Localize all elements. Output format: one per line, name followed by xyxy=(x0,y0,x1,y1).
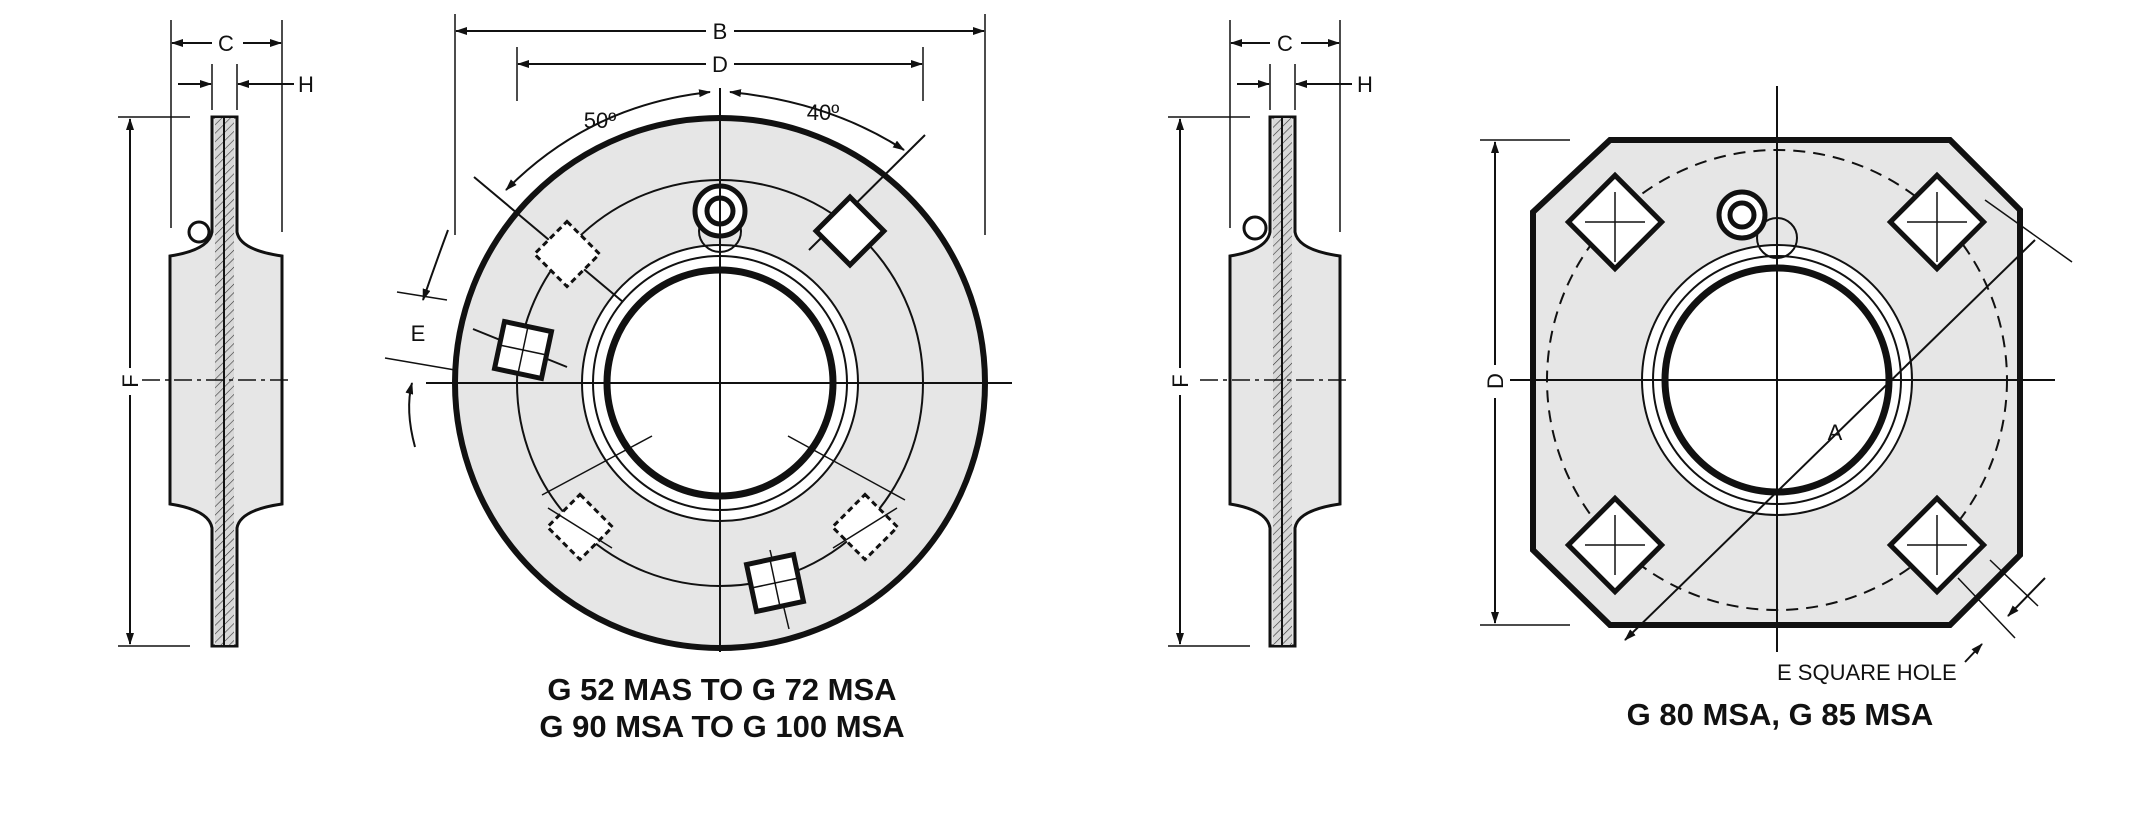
right-side-f-label: F xyxy=(1168,374,1193,387)
left-side-f-label: F xyxy=(118,374,143,387)
right-front-view xyxy=(1480,86,2073,663)
left-front-angle-50: 50º xyxy=(584,108,617,133)
right-front-e-note: E SQUARE HOLE xyxy=(1777,660,1957,685)
left-side-h-label: H xyxy=(298,72,314,97)
left-bolt-hole-hidden xyxy=(830,492,900,562)
left-front-angle-40: 40º xyxy=(807,100,840,125)
right-side-view xyxy=(1168,20,1352,648)
left-caption-line1: G 52 MAS TO G 72 MSA xyxy=(547,672,896,707)
left-caption-line2: G 90 MSA TO G 100 MSA xyxy=(539,709,904,744)
left-front-d-label: D xyxy=(712,52,728,77)
right-grease-fitting-icon xyxy=(1242,215,1268,241)
left-side-c-label: C xyxy=(218,31,234,56)
right-caption: G 80 MSA, G 85 MSA xyxy=(1627,697,1934,732)
left-front-b-label: B xyxy=(713,19,728,44)
left-bolt-hole-hidden xyxy=(532,219,602,289)
right-side-h-label: H xyxy=(1357,72,1373,97)
left-front-view xyxy=(384,14,1012,652)
right-side-c-label: C xyxy=(1277,31,1293,56)
right-front-d-label: D xyxy=(1483,373,1508,389)
right-front-a-label: A xyxy=(1828,420,1843,445)
left-side-view xyxy=(118,20,294,648)
left-bolt-hole-hidden xyxy=(545,492,615,562)
grease-fitting-icon xyxy=(187,220,211,244)
left-bolt-hole xyxy=(812,193,888,269)
left-front-e-label: E xyxy=(411,321,426,346)
